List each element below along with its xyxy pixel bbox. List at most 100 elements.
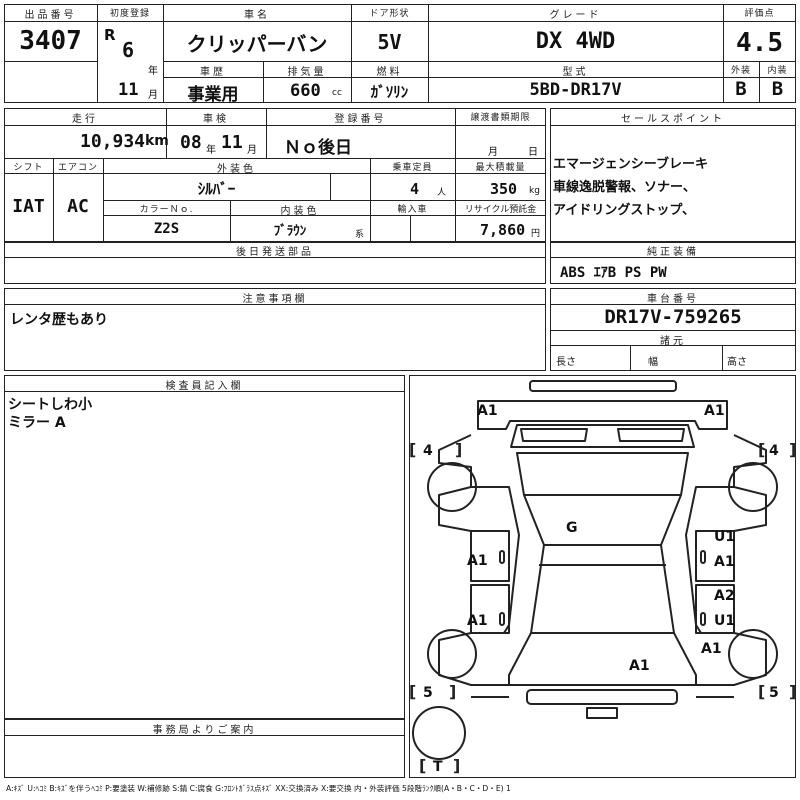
mark-right-rear-quarter: A1 — [701, 641, 722, 657]
chassis-box — [550, 288, 796, 371]
exterior-color: ｼﾙﾊﾞｰ — [197, 180, 236, 198]
mark-right-rear-door-1: A2 — [714, 588, 735, 604]
transfer-deadline-label: 譲渡書類期限 — [470, 113, 531, 123]
transfer-day-unit: 日 — [528, 147, 538, 158]
first-reg-year-unit: 年 — [148, 66, 158, 77]
inspection-month: 11 — [221, 132, 243, 153]
interior-color-unit: 系 — [355, 230, 365, 240]
history: 事業用 — [187, 85, 239, 105]
inspector-line-2: ミラー A — [8, 415, 66, 431]
genuine-equipment-box — [550, 242, 796, 284]
inspector-box — [4, 375, 405, 719]
inspector-label: 検査員記入欄 — [165, 381, 244, 392]
aircon: AC — [67, 196, 89, 217]
mark-tire-rl: 5 — [423, 685, 433, 701]
mileage: 10,934 — [80, 131, 146, 152]
door-label: ドア形状 — [369, 9, 410, 19]
grade-label: グレード — [549, 10, 602, 21]
legend: A:ｷｽﾞ U:ﾍｺﾐ B:ｷｽﾞを伴うﾍｺﾐ P:要塗装 W:補修跡 S:錆 … — [6, 784, 511, 793]
damage-diagram-box — [409, 375, 796, 778]
mark-tire-fl: 4 — [423, 443, 433, 459]
specs-label: 諸元 — [660, 336, 686, 347]
color-no: Z2S — [153, 221, 180, 237]
tire-rr-bracket-r: ] — [789, 682, 796, 701]
exterior-grade: B — [735, 78, 747, 100]
capacity-unit: 人 — [437, 188, 447, 198]
car-name-label: 車名 — [244, 10, 270, 21]
tire-fl-bracket: [ — [409, 440, 416, 459]
first-reg-label: 初度登録 — [109, 9, 150, 19]
notes-label: 注意事項欄 — [242, 294, 308, 305]
aircon-label: エアコン — [57, 163, 98, 173]
displacement-label: 排気量 — [287, 67, 327, 78]
mark-left-front-door: A1 — [467, 553, 488, 569]
max-load-label: 最大積載量 — [475, 163, 526, 173]
sales-point-line-1: エマージェンシーブレーキ — [553, 157, 708, 172]
sales-point-line-2: 車線逸脱警報、ソナー、 — [553, 180, 696, 195]
inspector-line-1: シートしわ小 — [8, 397, 92, 413]
spare-bracket: [ — [419, 756, 426, 775]
mark-rear-center: A1 — [629, 658, 650, 674]
max-load: 350 — [490, 180, 518, 198]
history-label: 車歴 — [200, 67, 226, 78]
genuine-equipment: ABS ｴｱB PS PW — [560, 265, 667, 281]
transfer-month-unit: 月 — [488, 147, 498, 158]
fuel: ｶﾞｿﾘﾝ — [370, 83, 409, 101]
notes: レンタ歴もあり — [10, 312, 108, 328]
office-label: 事務局よりご案内 — [152, 725, 257, 736]
inspection-month-unit: 月 — [247, 145, 257, 156]
recycle-unit: 円 — [531, 229, 541, 239]
header-grid — [4, 4, 796, 103]
displacement-unit: cc — [332, 88, 342, 98]
model: 5BD-DR17V — [529, 80, 622, 100]
capacity: 4 — [410, 180, 420, 198]
spare-bracket-r: ] — [453, 756, 460, 775]
exterior-grade-label: 外装 — [730, 66, 751, 76]
mark-left-rear-door: A1 — [467, 613, 488, 629]
shift: IAT — [12, 196, 45, 217]
mileage-unit: km — [145, 133, 169, 149]
score: 4.5 — [736, 28, 783, 58]
notes-box — [4, 288, 546, 371]
spec-length-label: 長さ — [556, 357, 576, 368]
sales-point-box — [550, 108, 796, 242]
mark-tire-rr: 5 — [769, 685, 779, 701]
import-label: 輸入車 — [397, 205, 428, 215]
tire-fr-bracket-r: ] — [789, 440, 796, 459]
first-reg-year: 6 — [122, 38, 135, 62]
first-reg-month: 11 — [118, 80, 139, 100]
score-label: 評価点 — [744, 9, 775, 19]
recycle-label: リサイクル預託金 — [464, 205, 537, 215]
car-diagram: [ ] [ ] [ ] [ ] [ ] A1 A1 4 4 G A1 A1 U1… — [409, 380, 796, 775]
sales-point-line-3: アイドリングストップ、 — [553, 203, 695, 218]
recycle: 7,860 — [480, 221, 526, 239]
shift-label: シフト — [13, 163, 44, 173]
mark-right-front-door-2: A1 — [714, 554, 735, 570]
mark-right-rear-door-2: U1 — [714, 613, 735, 629]
later-parts-box — [4, 242, 546, 284]
chassis-label: 車台番号 — [647, 294, 699, 305]
displacement: 660 — [290, 81, 321, 101]
mark-spare: T — [433, 759, 443, 775]
interior-color: ﾌﾞﾗｳﾝ — [273, 224, 307, 239]
door-type: 5V — [377, 30, 402, 54]
mileage-label: 走行 — [72, 114, 98, 125]
capacity-label: 乗車定員 — [392, 163, 433, 173]
max-load-unit: kg — [529, 186, 540, 196]
tire-fr-bracket: [ — [758, 440, 765, 459]
lot-label: 出品番号 — [24, 10, 77, 21]
mark-front-right: A1 — [704, 403, 725, 419]
mark-front-left: A1 — [477, 403, 498, 419]
first-reg-era: R — [104, 26, 116, 44]
later-parts-label: 後日発送部品 — [236, 247, 314, 258]
spec-height-label: 高さ — [727, 357, 747, 368]
chassis-number: DR17V-759265 — [604, 306, 742, 328]
mark-tire-fr: 4 — [769, 443, 779, 459]
tire-rr-bracket: [ — [758, 682, 765, 701]
inspection-label: 車検 — [203, 114, 229, 125]
color-no-label: カラーＮｏ. — [139, 205, 194, 215]
registration-label: 登録番号 — [334, 114, 387, 125]
interior-grade: B — [771, 78, 784, 100]
sales-point-label: セールスポイント — [621, 114, 725, 125]
mark-roof: G — [566, 520, 578, 536]
